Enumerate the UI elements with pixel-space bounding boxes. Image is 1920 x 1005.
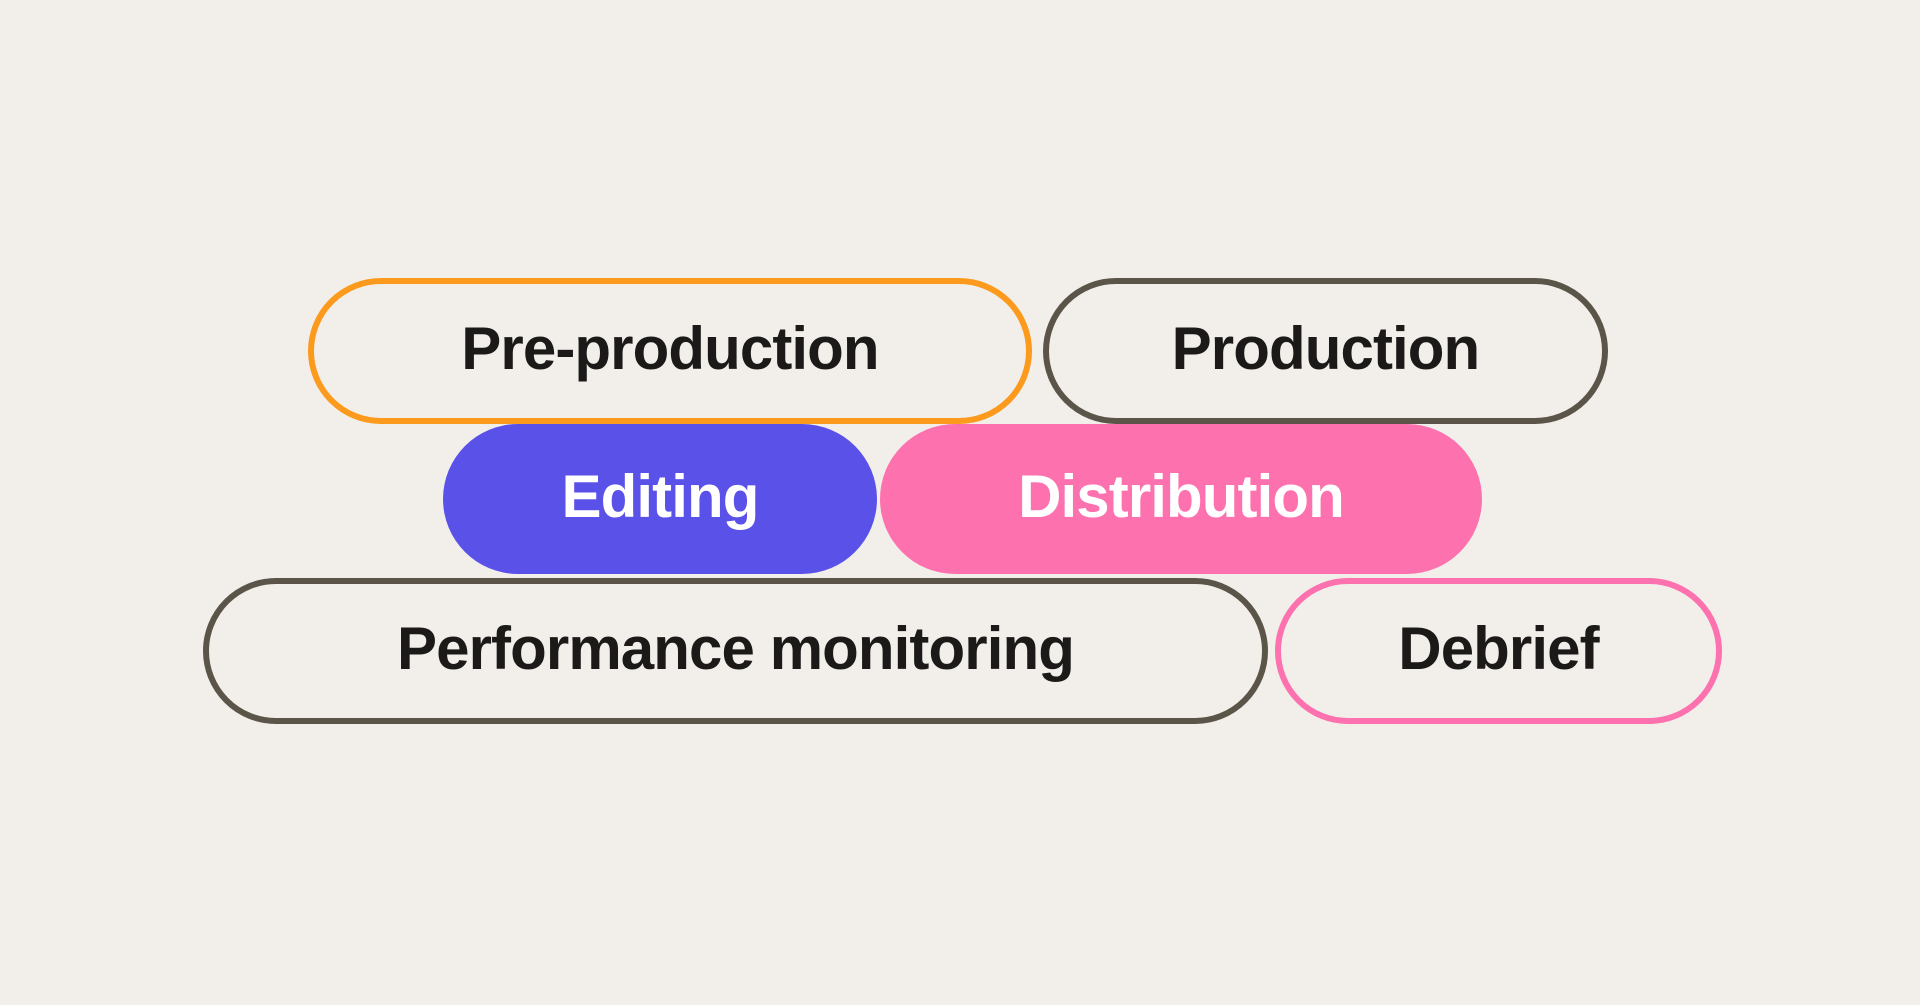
pill-editing[interactable]: Editing (443, 424, 877, 574)
pill-distribution-label: Distribution (1018, 462, 1345, 530)
pill-distribution[interactable]: Distribution (880, 424, 1482, 574)
pill-debrief-label: Debrief (1398, 614, 1599, 682)
pill-pre-production-label: Pre-production (461, 314, 879, 382)
pill-debrief[interactable]: Debrief (1275, 578, 1722, 724)
pill-performance-monitoring-label: Performance monitoring (397, 614, 1075, 682)
pill-pre-production[interactable]: Pre-production (308, 278, 1032, 424)
pill-production[interactable]: Production (1043, 278, 1608, 424)
pill-production-label: Production (1171, 314, 1481, 382)
pill-editing-label: Editing (561, 462, 760, 530)
pill-performance-monitoring[interactable]: Performance monitoring (203, 578, 1268, 724)
